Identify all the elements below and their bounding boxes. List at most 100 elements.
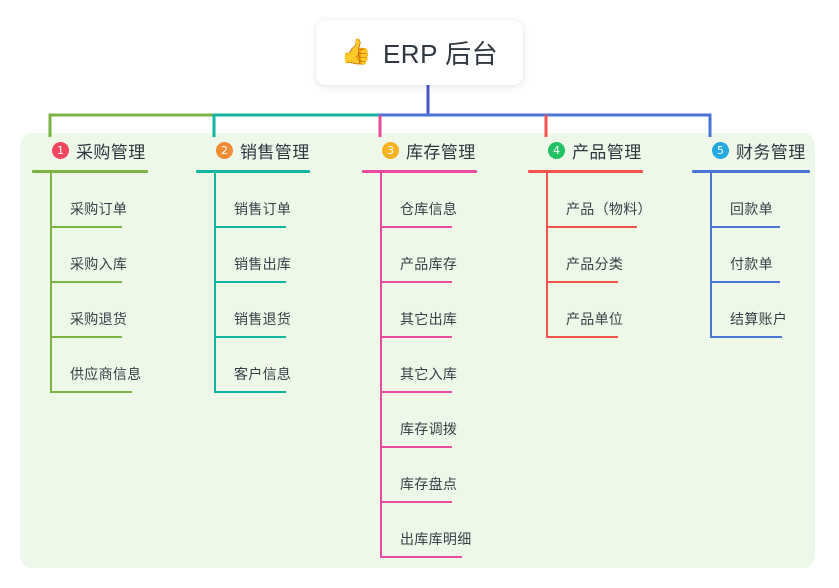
branch-item[interactable]: 产品（物料） xyxy=(528,173,652,228)
branch-item-label: 产品（物料） xyxy=(566,201,652,217)
branch-item-underline xyxy=(546,226,637,228)
branch-underline xyxy=(32,170,148,173)
branch-title: 财务管理 xyxy=(736,142,806,162)
branch-spine xyxy=(214,173,216,393)
branch-item[interactable]: 销售出库 xyxy=(196,228,310,283)
branch-item-label: 采购入库 xyxy=(70,256,128,272)
branch-item-underline xyxy=(380,446,452,448)
branch-item[interactable]: 其它入库 xyxy=(362,338,477,393)
branch-item-label: 库存调拨 xyxy=(400,421,458,437)
branch-item[interactable]: 采购入库 xyxy=(32,228,148,283)
branch-spine xyxy=(710,173,712,338)
branch-number-badge: 2 xyxy=(216,141,233,159)
branch-item[interactable]: 库存盘点 xyxy=(362,448,477,503)
branch-item-list: 销售订单销售出库销售退货客户信息 xyxy=(196,173,310,393)
branch-item[interactable]: 客户信息 xyxy=(196,338,310,393)
branch-item-underline xyxy=(380,226,452,228)
branch-item-list: 回款单付款单结算账户 xyxy=(692,173,810,338)
branch-columns: 1 采购管理采购订单采购入库采购退货供应商信息 2 销售管理销售订单销售出库销售退货客… xyxy=(0,133,839,588)
branch-item-underline xyxy=(214,336,286,338)
branch-item-label: 供应商信息 xyxy=(70,366,142,382)
branch-underline xyxy=(528,170,643,173)
branch-item-underline xyxy=(710,226,780,228)
branch-item-underline xyxy=(214,281,286,283)
branch-underline xyxy=(196,170,310,173)
branch-item-label: 其它出库 xyxy=(400,311,458,327)
branch-item-underline xyxy=(214,226,286,228)
branch-column-1: 1 采购管理采购订单采购入库采购退货供应商信息 xyxy=(32,133,148,393)
branch-item[interactable]: 付款单 xyxy=(692,228,810,283)
root-node[interactable]: 👍 ERP 后台 xyxy=(316,20,523,85)
branch-item[interactable]: 产品单位 xyxy=(528,283,643,338)
branch-title: 销售管理 xyxy=(240,142,310,162)
branch-item-underline xyxy=(380,556,462,558)
branch-item-underline xyxy=(710,336,782,338)
branch-item-underline xyxy=(380,501,452,503)
branch-item[interactable]: 采购订单 xyxy=(32,173,148,228)
branch-item[interactable]: 销售退货 xyxy=(196,283,310,338)
branch-item[interactable]: 供应商信息 xyxy=(32,338,148,393)
branch-header-2[interactable]: 2 销售管理 xyxy=(196,133,310,167)
branch-item-label: 结算账户 xyxy=(730,311,788,327)
branch-item-label: 采购订单 xyxy=(70,201,128,217)
branch-number-badge: 1 xyxy=(52,141,69,159)
branch-item[interactable]: 库存调拨 xyxy=(362,393,477,448)
branches-panel xyxy=(20,133,815,568)
branch-item[interactable]: 出库库明细 xyxy=(362,503,477,558)
branch-underline xyxy=(692,170,810,173)
branch-item-underline xyxy=(50,281,122,283)
root-title: ERP 后台 xyxy=(382,39,499,69)
branch-column-4: 4 产品管理产品（物料） 产品分类产品单位 xyxy=(528,133,652,338)
branch-item-label: 采购退货 xyxy=(70,311,128,327)
branch-item-label: 其它入库 xyxy=(400,366,458,382)
branch-number-badge: 4 xyxy=(548,141,565,159)
branch-item-label: 产品单位 xyxy=(566,311,624,327)
branch-item[interactable]: 销售订单 xyxy=(196,173,310,228)
branch-header-1[interactable]: 1 采购管理 xyxy=(32,133,148,167)
branch-item-label: 付款单 xyxy=(730,256,773,272)
branch-item-label: 销售出库 xyxy=(234,256,292,272)
branch-item-label: 出库库明细 xyxy=(400,531,472,547)
branch-column-2: 2 销售管理销售订单销售出库销售退货客户信息 xyxy=(196,133,310,393)
branch-item-list: 仓库信息产品库存其它出库其它入库库存调拨库存盘点出库库明细 xyxy=(362,173,477,558)
branch-header-4[interactable]: 4 产品管理 xyxy=(528,133,643,167)
branch-item-underline xyxy=(380,336,452,338)
branch-spine xyxy=(546,173,548,338)
branch-item-underline xyxy=(50,336,122,338)
thumbs-up-icon: 👍 xyxy=(340,38,372,66)
branch-item[interactable]: 产品分类 xyxy=(528,228,643,283)
branch-item-label: 销售订单 xyxy=(234,201,292,217)
branch-title: 产品管理 xyxy=(572,142,642,162)
branch-item-label: 产品分类 xyxy=(566,256,624,272)
branch-item[interactable]: 采购退货 xyxy=(32,283,148,338)
branch-item-underline xyxy=(50,391,132,393)
branch-item-underline xyxy=(50,226,122,228)
branch-item-underline xyxy=(546,281,618,283)
branch-number-badge: 3 xyxy=(382,141,399,159)
branch-item-underline xyxy=(546,336,618,338)
branch-item-label: 客户信息 xyxy=(234,366,292,382)
branch-item[interactable]: 仓库信息 xyxy=(362,173,477,228)
branch-item[interactable]: 回款单 xyxy=(692,173,810,228)
branch-spine xyxy=(50,173,52,393)
branch-item-underline xyxy=(214,391,286,393)
branch-item-underline xyxy=(380,281,452,283)
branch-item-underline xyxy=(380,391,452,393)
branch-item-underline xyxy=(710,281,780,283)
branch-item[interactable]: 产品库存 xyxy=(362,228,477,283)
branch-item-label: 产品库存 xyxy=(400,256,458,272)
branch-item-list: 采购订单采购入库采购退货供应商信息 xyxy=(32,173,148,393)
branch-title: 采购管理 xyxy=(76,142,146,162)
branch-item-label: 回款单 xyxy=(730,201,773,217)
branch-item-label: 库存盘点 xyxy=(400,476,458,492)
branch-item[interactable]: 结算账户 xyxy=(692,283,810,338)
branch-underline xyxy=(362,170,477,173)
branch-item[interactable]: 其它出库 xyxy=(362,283,477,338)
branch-item-list: 产品（物料） 产品分类产品单位 xyxy=(528,173,652,338)
